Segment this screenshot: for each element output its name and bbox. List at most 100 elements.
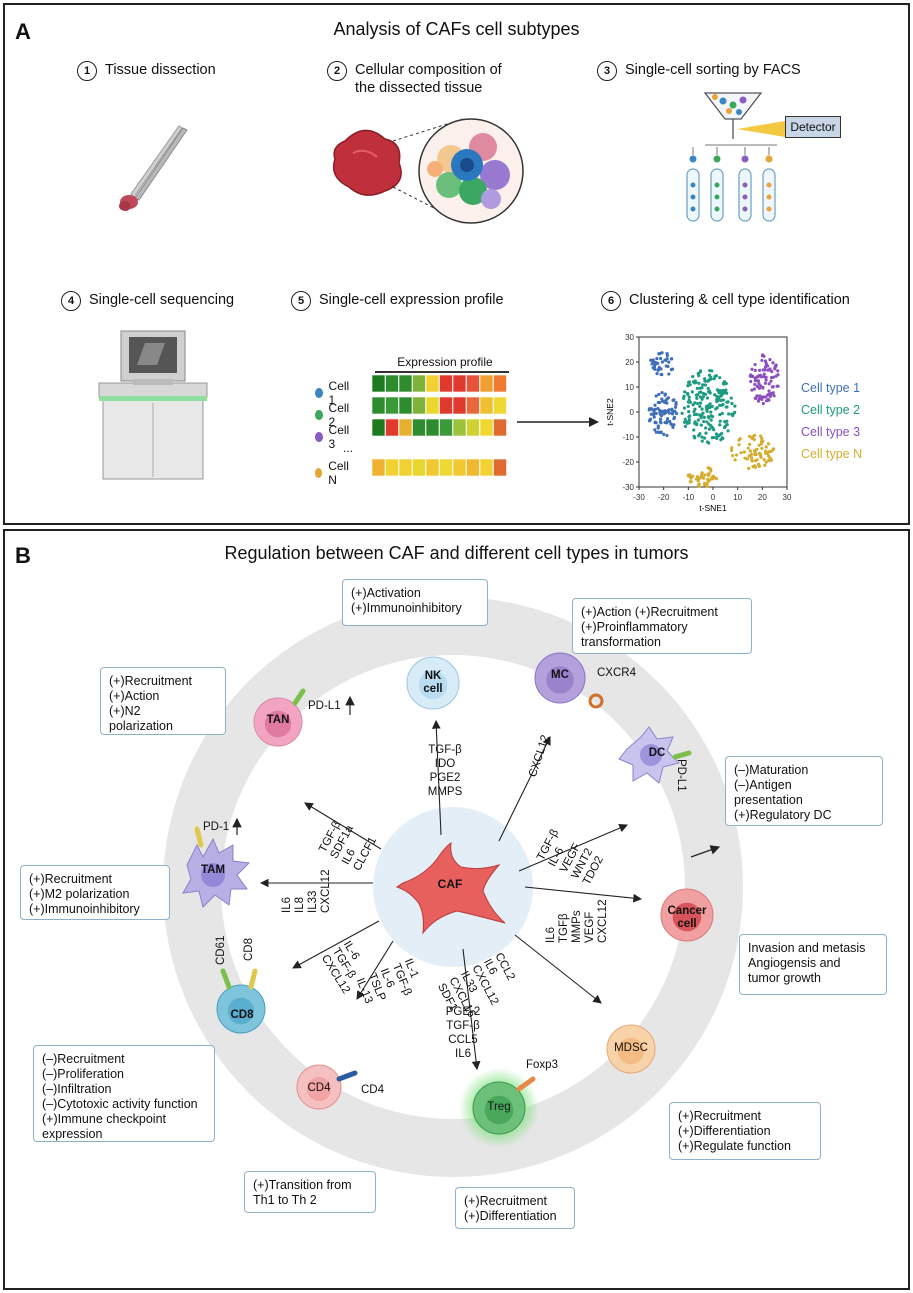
scatter-point [697, 390, 701, 395]
scatter-point [667, 372, 671, 376]
scatter-point [768, 357, 772, 362]
scatter-point [764, 399, 769, 403]
heatmap-cell [398, 375, 413, 393]
x-tick-label: 30 [783, 493, 792, 502]
step-6: 6 Clustering & cell type identification [601, 291, 850, 311]
tam-cell-nucleus [201, 863, 225, 887]
scatter-point [703, 379, 707, 383]
scatter-point [670, 412, 675, 416]
scatter-point [665, 421, 669, 425]
nk-cell-icon-nucleus [418, 670, 448, 700]
heatmap-cell [385, 458, 399, 477]
scatter-point [749, 452, 753, 457]
scatter-point [647, 419, 652, 423]
scatter-point [710, 369, 714, 373]
y-tick-label: -30 [622, 483, 634, 492]
scatter-point [707, 416, 711, 420]
scatter-point [647, 408, 651, 412]
scatter-point [692, 413, 697, 417]
scatter-point [695, 386, 699, 390]
scatter-point [693, 381, 697, 385]
scatter-point [653, 367, 657, 371]
scatter-point [665, 417, 670, 421]
detector-label: Detector [785, 116, 841, 138]
scatter-point [718, 419, 722, 423]
panel-a-title: Analysis of CAFs cell subtypes [333, 19, 580, 39]
scatter-point [687, 410, 691, 414]
scatter-point [776, 384, 780, 388]
scatter-point [654, 394, 658, 398]
heatmap-cell [425, 458, 440, 477]
scatter-point [771, 391, 775, 395]
scatter-point [660, 360, 665, 364]
cd4-receptor-icon [336, 1070, 358, 1082]
y-tick-label: 30 [625, 333, 634, 342]
heatmap-cell [452, 375, 467, 393]
list-item: Cell 3 [315, 423, 352, 451]
scatter-point [747, 466, 751, 471]
heatmap-cell [439, 396, 453, 415]
heatmap-cell [466, 396, 480, 415]
regulation-arrow [498, 736, 551, 842]
heatmap-cell [439, 458, 453, 477]
scatter-point [688, 414, 692, 418]
heatmap-cell [425, 396, 440, 415]
scatter-point [753, 362, 757, 367]
tam-pd1-marker: PD-1 [203, 821, 230, 833]
heatmap-cell [493, 458, 507, 477]
scatter-point [686, 384, 690, 388]
cd61-marker: CD61 [215, 935, 227, 965]
heatmap-cell [452, 396, 467, 415]
cell-dot-icon [315, 410, 323, 420]
scatter-point [762, 375, 766, 379]
scatter-point [767, 392, 771, 396]
tam-label: TAM [200, 864, 226, 876]
scatter-point [688, 473, 692, 477]
scatter-point [769, 375, 774, 380]
scatter-point [731, 454, 735, 458]
scatter-point [759, 442, 764, 446]
heatmap-cell [452, 458, 467, 477]
scatter-point [691, 474, 695, 478]
heatmap-cell [466, 418, 480, 437]
heatmap-cell [466, 458, 480, 477]
scatter-point [763, 463, 767, 467]
legend-item-type-3: Cell type 3 [801, 425, 861, 439]
pdl1-receptor-icon [672, 750, 692, 760]
x-tick-label: -10 [683, 493, 695, 502]
heatmap-cell [452, 418, 467, 437]
step-5: 5 Single-cell expression profile [291, 291, 504, 311]
scatter-point [652, 364, 657, 369]
scatter-point [712, 377, 716, 381]
scatter-point [757, 451, 762, 455]
scatter-point [763, 381, 767, 385]
scatter-point [759, 434, 763, 438]
scatter-point [718, 433, 722, 437]
scatter-point [756, 374, 760, 379]
step-label: Cellular composition of the dissected ti… [355, 62, 502, 96]
scatter-point [701, 395, 705, 399]
regulation-arrow [292, 920, 380, 969]
list-item: Cell 1 [315, 379, 352, 407]
scatter-point [657, 392, 661, 396]
scatter-point [653, 403, 657, 407]
scatter-point [764, 378, 768, 382]
scatter-point [722, 425, 727, 430]
scatter-point [762, 395, 766, 399]
step-1: 1 Tissue dissection [77, 61, 216, 81]
scatter-point [695, 393, 699, 397]
scatter-point [733, 404, 737, 408]
scatter-point [767, 382, 771, 386]
scatter-point [710, 436, 714, 440]
step-2: 2 Cellular composition of the dissected … [327, 61, 517, 97]
scatter-point [709, 424, 713, 428]
scatter-point [718, 412, 722, 417]
heatmap-cell [439, 375, 453, 393]
y-tick-label: 0 [630, 408, 635, 417]
scatter-point [766, 364, 770, 368]
